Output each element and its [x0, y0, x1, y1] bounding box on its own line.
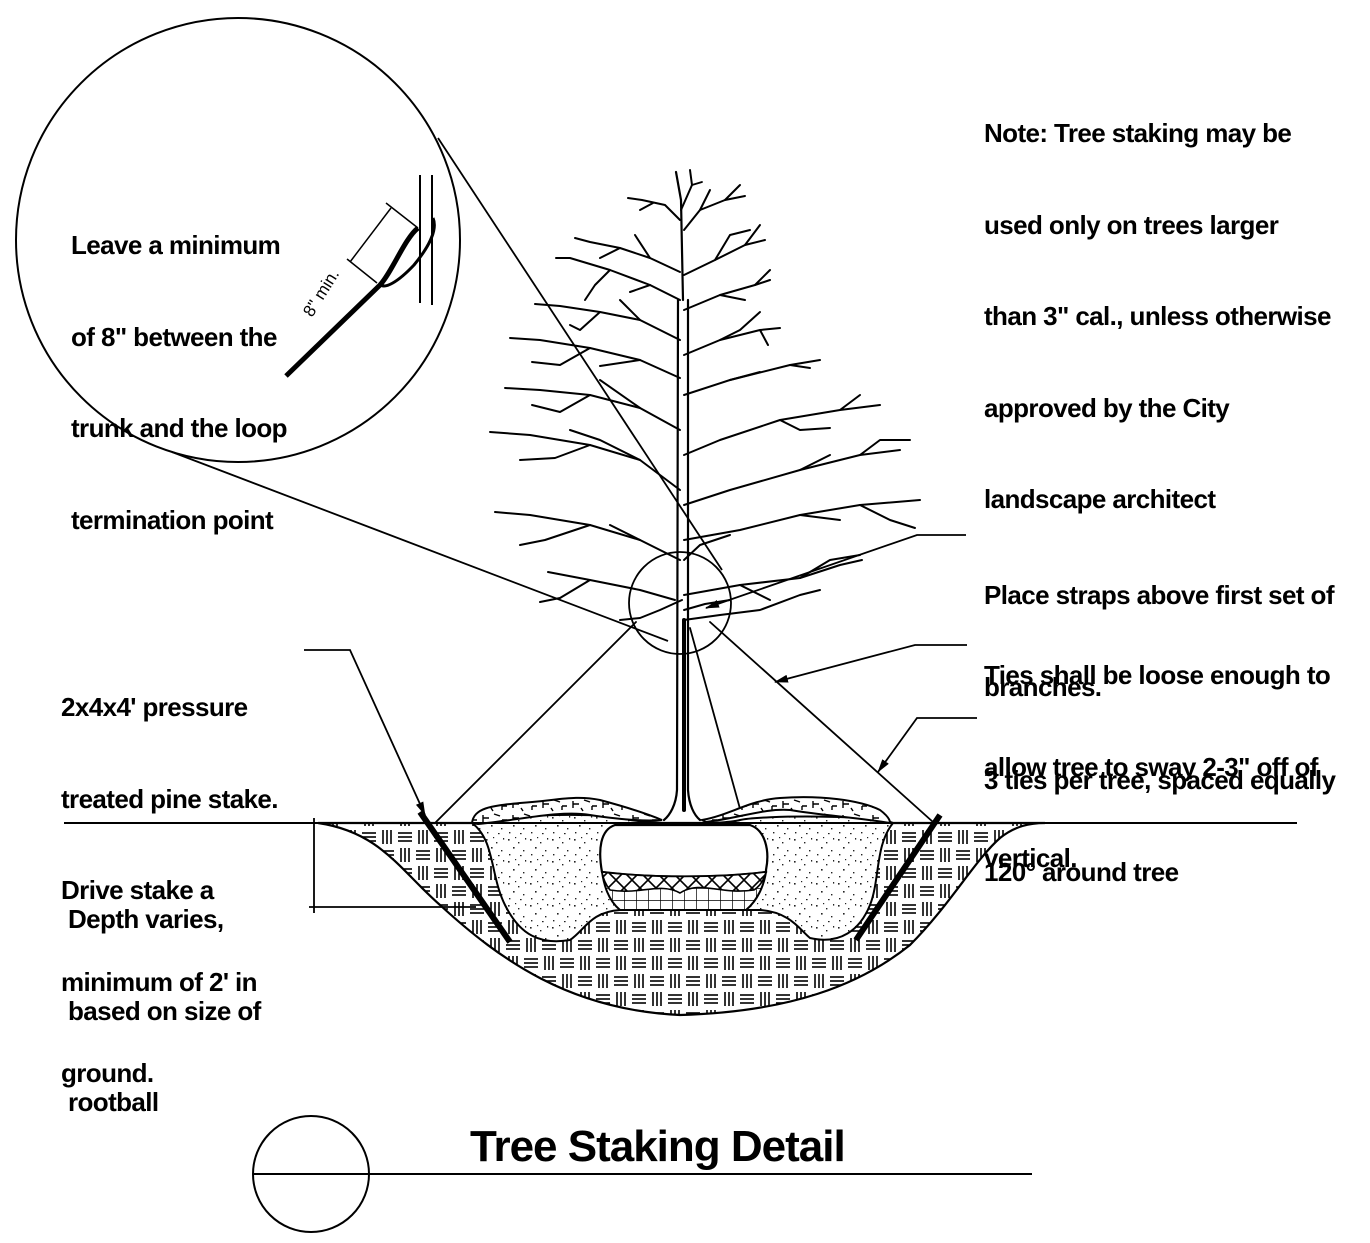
- mulch-layer-left: [470, 796, 663, 826]
- guy-wire-left: [435, 621, 637, 823]
- callout-stake: 2x4x4' pressure treated pine stake. Driv…: [61, 631, 279, 1119]
- detail-note-line: Leave a minimum: [71, 230, 281, 260]
- drawing-title: Tree Staking Detail: [470, 1122, 846, 1171]
- callout-line: Drive stake a: [61, 875, 214, 905]
- mulch-layer-right: [698, 796, 892, 825]
- planting-pit: [317, 796, 1046, 1017]
- leader-straps: [705, 534, 966, 609]
- general-note-line: than 3" cal., unless otherwise: [984, 301, 1331, 331]
- guy-wire-right: [709, 621, 934, 823]
- detail-leader-lower: [171, 451, 669, 642]
- callout-line: based on size of: [68, 995, 261, 1026]
- leader-stake: [304, 649, 426, 816]
- depth-dimension: [309, 818, 476, 913]
- callout-line: branches.: [984, 671, 1102, 702]
- rootball-wire-basket: [601, 871, 768, 894]
- callout-line: Ties shall be loose enough to: [984, 660, 1331, 690]
- callout-line: treated pine stake.: [61, 783, 279, 814]
- detail-note-line: of 8" between the: [71, 321, 277, 352]
- callout-ties-count: 3 ties per tree, spaced equally 120° aro…: [984, 704, 1336, 918]
- general-note-line: landscape architect: [984, 484, 1216, 514]
- title-block: [252, 1115, 1032, 1233]
- callout-line: allow tree to sway 2-3" off of: [984, 751, 1318, 782]
- callout-line: Depth varies,: [68, 904, 224, 934]
- callout-line: 3 ties per tree, spaced equally: [984, 765, 1336, 795]
- callout-depth: Depth varies, based on size of rootball: [68, 843, 261, 1148]
- callout-straps: Place straps above first set of branches…: [984, 519, 1334, 733]
- callout-ties-loose: Ties shall be loose enough to allow tree…: [984, 599, 1331, 904]
- detail-note-line: trunk and the loop: [71, 413, 288, 443]
- tree-branches: [489, 184, 921, 621]
- tree-trunk: [662, 298, 702, 822]
- general-note-line: Note: Tree staking may be: [984, 118, 1292, 148]
- rootball-top: [599, 823, 769, 878]
- general-note-line: approved by the City: [984, 392, 1230, 423]
- general-note-line: used only on trees larger: [984, 209, 1279, 240]
- tree: [435, 169, 934, 823]
- detail-note: Leave a minimum of 8" between the trunk …: [71, 169, 288, 566]
- callout-line: rootball: [68, 1087, 159, 1117]
- callout-line: minimum of 2' in: [61, 966, 258, 997]
- callout-line: Place straps above first set of: [984, 580, 1334, 610]
- leader-ties-loose: [774, 644, 967, 683]
- callout-line: vertical.: [984, 843, 1077, 873]
- leader-ties-count: [877, 717, 977, 773]
- callout-leaders: [304, 534, 977, 816]
- detail-dimension: [346, 202, 419, 284]
- callout-line: 2x4x4' pressure: [61, 692, 248, 722]
- detail-dimension-label: 8" min.: [299, 266, 343, 320]
- strap-location-circle: [628, 551, 732, 655]
- guy-wire-middle: [689, 627, 743, 817]
- general-note: Note: Tree staking may be used only on t…: [984, 57, 1331, 545]
- stake-right: [853, 813, 943, 942]
- stake-left: [417, 810, 513, 944]
- detail-tie-loop: [378, 217, 436, 288]
- callout-line: 120° around tree: [984, 856, 1179, 887]
- callout-line: ground.: [61, 1058, 154, 1088]
- detail-callout-circle: [15, 17, 461, 463]
- detail-note-line: termination point: [71, 504, 274, 535]
